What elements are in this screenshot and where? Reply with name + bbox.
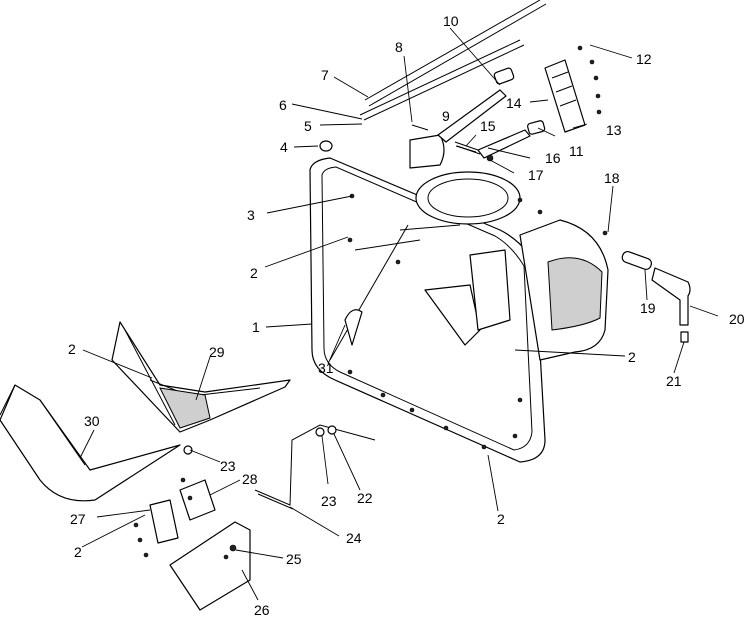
callout-6: 6: [279, 97, 287, 113]
callout-16: 16: [545, 150, 561, 166]
scraper-part-26: [169, 521, 251, 611]
callout-20: 20: [729, 311, 745, 327]
callout-21: 21: [666, 373, 682, 389]
callout-9: 9: [442, 108, 450, 124]
callout-8: 8: [395, 39, 403, 55]
handle-19-20-21: [621, 250, 691, 343]
callout-29: 29: [209, 344, 225, 360]
callout-11: 11: [569, 143, 584, 159]
callout-23: 23: [220, 458, 236, 474]
bracket-part-29: [111, 321, 291, 433]
rod-assembly-6-7: [359, 0, 547, 121]
callout-2: 2: [250, 265, 258, 281]
callout-31: 31: [318, 360, 334, 376]
callout-19: 19: [640, 300, 656, 316]
bracket-part-28: [133, 477, 216, 558]
callout-10: 10: [443, 13, 459, 29]
rod-part-24: [183, 424, 376, 510]
callout-14: 14: [506, 95, 522, 111]
callout-26: 26: [254, 602, 270, 618]
callout-28: 28: [242, 471, 258, 487]
callout-27: 27: [70, 511, 86, 527]
rod-31-bracket: [344, 309, 363, 346]
housing-part-1: [309, 134, 609, 463]
callout-3: 3: [247, 207, 255, 223]
callout-2-b: 2: [68, 341, 76, 357]
callout-25: 25: [286, 551, 302, 567]
callout-7: 7: [321, 67, 329, 83]
callout-23-b: 23: [321, 493, 337, 509]
callout-18: 18: [604, 170, 620, 186]
rod-part-31: [329, 224, 409, 361]
callout-13: 13: [606, 122, 622, 138]
callout-12: 12: [636, 51, 652, 67]
callout-4: 4: [280, 139, 288, 155]
callout-1: 1: [252, 319, 260, 335]
cap-part-4: [319, 140, 333, 152]
callout-labels: 1 2 2 2 2 2 3 4 5 6 7 8 9 10 11 12 13 14…: [68, 13, 745, 618]
callout-2-e: 2: [74, 544, 82, 560]
lever-assembly: [411, 67, 546, 162]
callout-30: 30: [84, 413, 100, 429]
callout-2-c: 2: [628, 349, 636, 365]
callout-24: 24: [346, 530, 362, 546]
callout-22: 22: [357, 490, 373, 506]
callout-2-d: 2: [497, 511, 505, 527]
callout-5: 5: [304, 118, 312, 134]
callout-17: 17: [528, 167, 544, 183]
skid-part-30: [0, 384, 181, 502]
callout-15: 15: [480, 118, 496, 134]
leader-lines: [79, 27, 719, 601]
bracket-13-14: [544, 45, 602, 133]
